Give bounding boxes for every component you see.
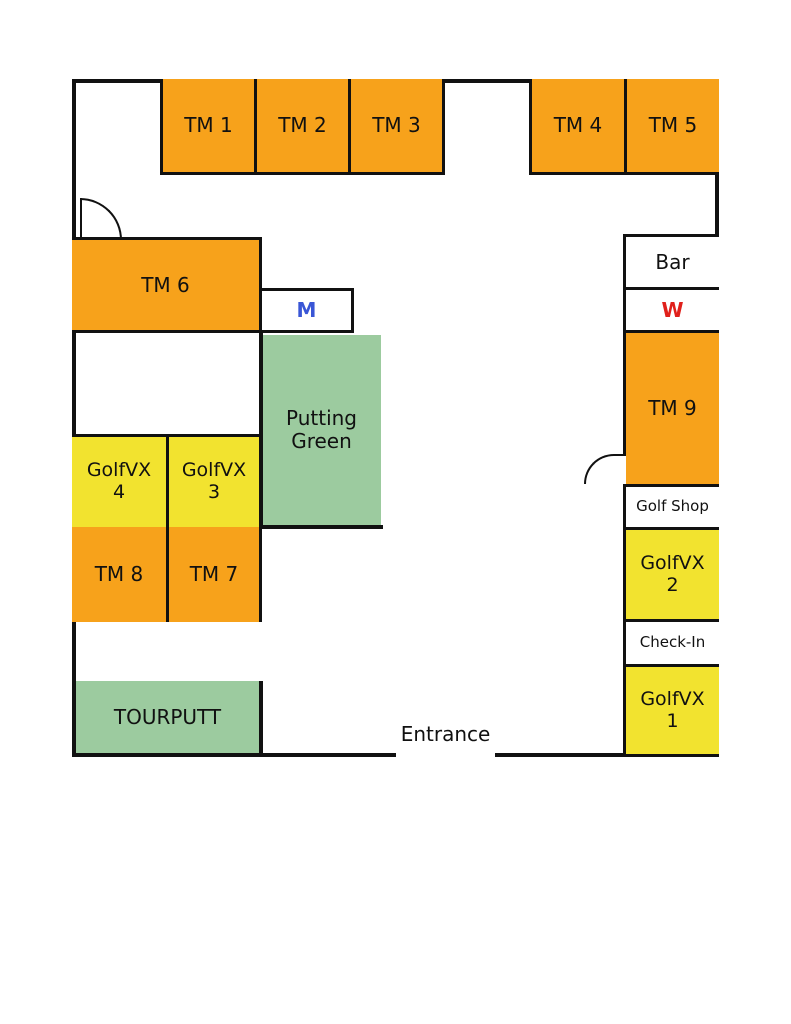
- room-tm9[interactable]: TM 9: [623, 330, 719, 487]
- room-tm4-label: TM 4: [553, 113, 603, 137]
- room-golf-shop-label: Golf Shop: [636, 497, 709, 516]
- room-check-in[interactable]: Check-In: [623, 619, 719, 667]
- room-golfvx2-label: GolfVX 2: [640, 551, 705, 596]
- room-tm6[interactable]: TM 6: [72, 237, 262, 333]
- putting-green-edge-left: [259, 333, 263, 529]
- room-tm8[interactable]: TM 8: [72, 527, 169, 622]
- room-tm3[interactable]: TM 3: [348, 79, 445, 175]
- door-arc-left: [80, 198, 122, 240]
- entrance-label: Entrance: [400, 722, 491, 746]
- mens-restroom-label: M: [296, 298, 317, 322]
- room-golfvx3[interactable]: GolfVX 3: [166, 434, 262, 530]
- room-golfvx1-label: GolfVX 1: [640, 687, 705, 732]
- room-golfvx4-label: GolfVX 4: [86, 459, 152, 503]
- putting-green-label: Putting Green: [286, 406, 357, 453]
- room-golfvx1[interactable]: GolfVX 1: [623, 664, 719, 757]
- wall-bottom-right: [495, 753, 719, 757]
- tourputt-label: TOURPUTT: [113, 704, 222, 729]
- wall-bottom-left: [72, 753, 396, 757]
- room-bar-label: Bar: [655, 249, 690, 274]
- room-golfvx2[interactable]: GolfVX 2: [623, 527, 719, 622]
- room-golfvx3-label: GolfVX 3: [181, 459, 247, 503]
- room-tm6-label: TM 6: [141, 272, 190, 297]
- room-tm7-label: TM 7: [189, 562, 239, 586]
- room-tm5[interactable]: TM 5: [624, 79, 719, 175]
- tourputt-area[interactable]: TOURPUTT: [76, 681, 259, 753]
- room-tm8-label: TM 8: [94, 562, 144, 586]
- room-mens-restroom[interactable]: M: [259, 288, 354, 333]
- room-golf-shop[interactable]: Golf Shop: [623, 484, 719, 530]
- room-tm3-label: TM 3: [372, 113, 421, 137]
- door-arc-right: [584, 454, 626, 484]
- putting-green-edge-bottom: [259, 525, 383, 529]
- room-golfvx4[interactable]: GolfVX 4: [72, 434, 169, 530]
- room-womens-restroom[interactable]: W: [623, 287, 719, 333]
- room-check-in-label: Check-In: [639, 633, 706, 652]
- room-tm4[interactable]: TM 4: [529, 79, 627, 175]
- room-tm9-label: TM 9: [648, 396, 697, 420]
- room-tm2[interactable]: TM 2: [254, 79, 351, 175]
- room-tm1[interactable]: TM 1: [160, 79, 257, 175]
- wall-left: [72, 79, 76, 757]
- putting-green[interactable]: Putting Green: [262, 335, 381, 525]
- room-bar[interactable]: Bar: [623, 234, 719, 290]
- tourputt-edge-right: [259, 681, 263, 757]
- room-tm2-label: TM 2: [278, 113, 327, 137]
- womens-restroom-label: W: [661, 297, 684, 322]
- room-tm1-label: TM 1: [184, 113, 233, 137]
- room-tm7[interactable]: TM 7: [166, 527, 262, 622]
- room-tm5-label: TM 5: [648, 113, 698, 137]
